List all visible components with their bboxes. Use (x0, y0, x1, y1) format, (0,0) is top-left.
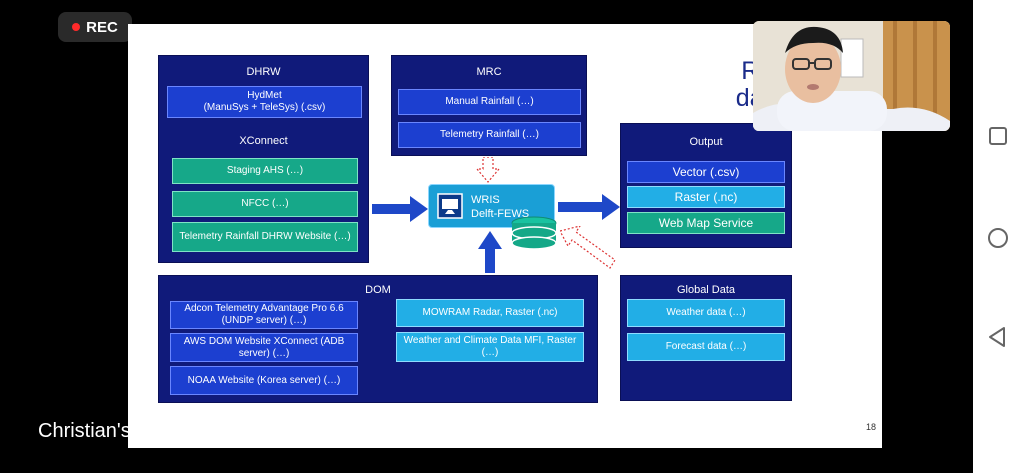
dom-title: DOM (365, 284, 391, 296)
dom-panel: DOM Adcon Telemetry Advantage Pro 6.6 (U… (158, 275, 598, 403)
hydmet-text: HydMet (ManuSys + TeleSys) (.csv) (203, 90, 326, 113)
output-item-vector: Vector (.csv) (627, 161, 785, 183)
recording-label: REC (86, 18, 118, 36)
wris-node: WRIS Delft-FEWS (428, 184, 555, 228)
dom-item-aws: AWS DOM Website XConnect (ADB server) (…… (170, 333, 358, 362)
arrow-dhrw-to-wris-icon (372, 196, 428, 222)
mrc-item-manual: Manual Rainfall (…) (398, 89, 581, 115)
arrow-mrc-to-wris-icon (476, 157, 500, 183)
global-data-title: Global Data (676, 284, 736, 296)
output-title: Output (689, 136, 723, 148)
wris-line2: Delft-FEWS (471, 208, 530, 220)
back-icon[interactable] (986, 326, 1008, 348)
dom-item-weather-climate: Weather and Climate Data MFI, Raster (…) (396, 332, 584, 362)
wris-line1: WRIS (471, 194, 500, 206)
page-number: 18 (865, 422, 876, 432)
output-item-wms: Web Map Service (627, 212, 785, 234)
recording-indicator: REC (58, 12, 132, 42)
record-dot-icon (72, 23, 81, 31)
dom-item-noaa: NOAA Website (Korea server) (…) (170, 366, 358, 395)
dom-item-mowram: MOWRAM Radar, Raster (.nc) (396, 299, 584, 327)
arrow-global-to-wris-icon (560, 226, 616, 269)
mrc-title: MRC (476, 66, 502, 78)
hydmet-item: HydMet (ManuSys + TeleSys) (.csv) (167, 86, 362, 118)
global-item-forecast: Forecast data (…) (627, 333, 785, 361)
wris-label: WRIS Delft-FEWS (471, 193, 529, 221)
monitor-icon (437, 193, 463, 219)
output-panel: Output Vector (.csv) Raster (.nc) Web Ma… (620, 123, 792, 248)
xconnect-title: XConnect (239, 135, 288, 147)
dhrw-item-telemetry: Telemetry Rainfall DHRW Website (…) (172, 222, 358, 252)
dhrw-item-nfcc: NFCC (…) (172, 191, 358, 217)
webcam-video[interactable] (753, 21, 950, 131)
global-data-panel: Global Data Weather data (…) Forecast da… (620, 275, 792, 401)
mrc-panel: MRC Manual Rainfall (…) Telemetry Rainfa… (391, 55, 587, 156)
output-item-raster: Raster (.nc) (627, 186, 785, 208)
dhrw-item-staging: Staging AHS (…) (172, 158, 358, 184)
presenter-video-image (753, 21, 950, 131)
arrow-dom-to-wris-icon (478, 231, 502, 273)
dom-item-adcon: Adcon Telemetry Advantage Pro 6.6 (UNDP … (170, 301, 358, 329)
arrow-wris-to-output-icon (558, 194, 620, 220)
participant-name: Christian's (38, 420, 128, 442)
mrc-item-telemetry: Telemetry Rainfall (…) (398, 122, 581, 148)
database-icon (511, 216, 557, 250)
home-icon[interactable] (988, 228, 1008, 248)
global-item-weather: Weather data (…) (627, 299, 785, 327)
dhrw-title: DHRW (246, 66, 281, 78)
recent-apps-icon[interactable] (989, 127, 1007, 145)
dhrw-panel: DHRW HydMet (ManuSys + TeleSys) (.csv) X… (158, 55, 369, 263)
